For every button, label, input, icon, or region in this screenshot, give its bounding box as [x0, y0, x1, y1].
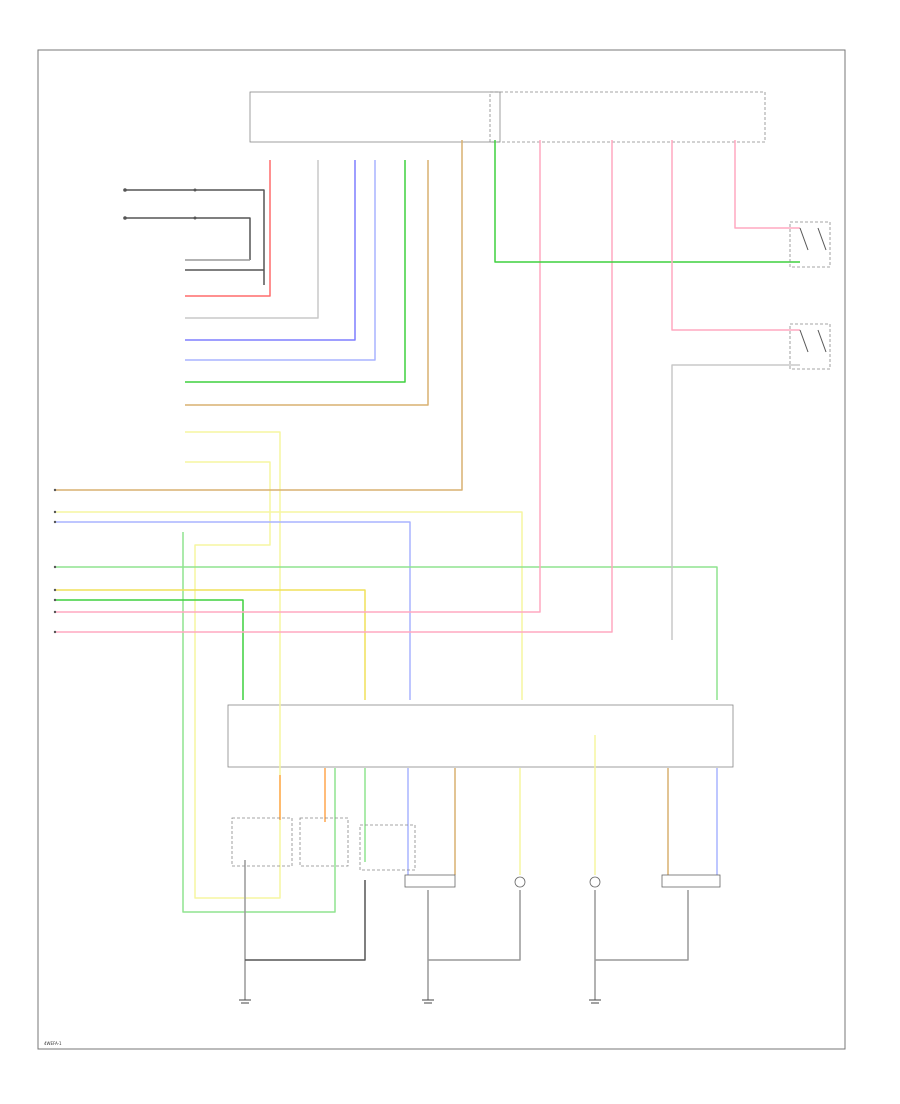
- fuse-block-top: [249, 91, 501, 143]
- diagram-frame: [37, 49, 846, 1050]
- wire-lightgray: [185, 160, 319, 319]
- wire-green: [185, 160, 406, 383]
- wire-tan: [55, 140, 463, 491]
- relay-right: [359, 824, 416, 871]
- footer-code: 4WEFA-1: [44, 1041, 62, 1046]
- wire-lightgray: [671, 364, 800, 640]
- wire-paleyellow: [55, 511, 523, 700]
- wire-tan: [185, 160, 429, 406]
- wire-pink: [671, 140, 800, 331]
- wire-red: [185, 160, 271, 297]
- right-switch-lower: [789, 323, 831, 370]
- relay-left: [231, 817, 293, 867]
- wire-paleyellow: [185, 431, 281, 899]
- lower-module: [227, 704, 734, 768]
- wire-lightgreen: [182, 532, 336, 913]
- wire-pink: [55, 140, 541, 613]
- wire-pink: [734, 140, 800, 229]
- right-switch-upper: [789, 221, 831, 268]
- connector-pins: [53, 188, 197, 634]
- wire-darkgray: [125, 217, 251, 260]
- ground-symbols: [239, 999, 601, 1004]
- wire-lightgreen: [55, 566, 718, 700]
- fuse-panel-right: [489, 91, 766, 143]
- wire-yellow: [55, 589, 366, 700]
- wire-gray: [595, 890, 689, 961]
- wire-green: [494, 140, 800, 263]
- wire-lightblue: [55, 521, 411, 700]
- relay-mid: [299, 817, 349, 867]
- wire-green: [55, 599, 244, 700]
- wire-darkgray: [245, 880, 366, 961]
- wire-pink: [55, 140, 613, 633]
- lamp-group: [404, 874, 721, 888]
- wire-blue: [185, 160, 356, 341]
- wire-lightblue: [185, 160, 376, 361]
- wire-darkgray: [125, 189, 265, 285]
- wire-gray: [428, 890, 521, 961]
- wire-group: [55, 140, 800, 1000]
